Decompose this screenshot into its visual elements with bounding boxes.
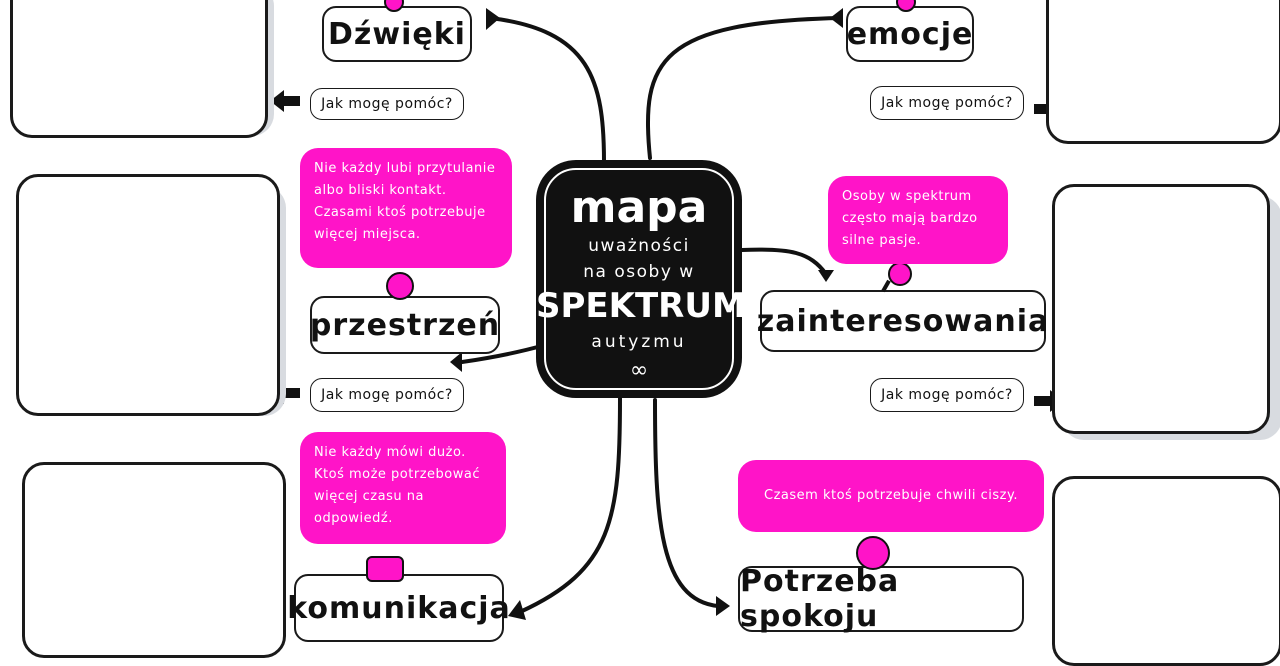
topic-komunikacja[interactable]: komunikacja — [287, 574, 510, 642]
bubble-line: Nie każdy mówi dużo. — [314, 445, 466, 460]
info-bubble-spokoj: Czasem ktoś potrzebuje chwili ciszy. — [738, 460, 1044, 532]
bubble-line: albo bliski kontakt. — [314, 183, 447, 198]
note-card-dzwieki[interactable] — [10, 0, 268, 138]
topic-zainteresowania[interactable]: zainteresowania — [757, 290, 1048, 352]
bubble-line: silne pasje. — [842, 233, 922, 248]
arrow-head — [830, 8, 843, 28]
help-label-emocje[interactable]: Jak mogę pomóc? — [870, 86, 1024, 120]
info-bubble-zainteresowania: Osoby w spektrum często mają bardzo siln… — [828, 176, 1008, 264]
ear-icon — [384, 0, 404, 12]
note-card-zainteresowania[interactable] — [1052, 184, 1270, 434]
topic-spokoj[interactable]: Potrzeba spokoju — [738, 564, 1024, 634]
info-bubble-komunikacja: Nie każdy mówi dużo. Ktoś może potrzebow… — [300, 432, 506, 544]
magnifier-icon — [888, 262, 912, 286]
note-card-emocje[interactable] — [1046, 0, 1280, 144]
topic-dzwieki[interactable]: Dźwięki — [322, 6, 472, 62]
info-bubble-przestrzen: Nie każdy lubi przytulanie albo bliski k… — [300, 148, 512, 268]
note-card-komunikacja[interactable] — [22, 462, 286, 658]
bubble-line: często mają bardzo — [842, 211, 978, 226]
bubble-line: więcej czasu na odpowiedź. — [314, 489, 424, 526]
arrow-head — [508, 600, 526, 620]
central-node-frame — [544, 168, 734, 390]
infinity-symbol: ∞ — [629, 358, 649, 383]
bubble-line: Osoby w spektrum — [842, 189, 972, 204]
center-line-2: na osoby w — [583, 262, 695, 282]
center-title: mapa — [570, 182, 708, 233]
speech-bubble-icon — [366, 556, 404, 582]
help-label-przestrzen[interactable]: Jak mogę pomóc? — [310, 378, 464, 412]
bubble-line: więcej miejsca. — [314, 227, 421, 242]
help-label-zainteresowania[interactable]: Jak mogę pomóc? — [870, 378, 1024, 412]
arrow-head — [716, 596, 730, 616]
bubble-line: Czasem ktoś potrzebuje chwili ciszy. — [764, 488, 1018, 503]
emotion-icon — [896, 0, 916, 12]
note-card-przestrzen[interactable] — [16, 174, 280, 416]
calm-face-icon — [856, 536, 890, 570]
bubble-line: Ktoś może potrzebować — [314, 467, 480, 482]
topic-przestrzen[interactable]: przestrzeń — [310, 296, 500, 354]
center-line-1: uważności — [588, 236, 690, 256]
arrow-head — [450, 352, 462, 372]
bubble-line: Czasami ktoś potrzebuje — [314, 205, 486, 220]
topic-emocje[interactable]: emocje — [846, 6, 974, 62]
arrow-head — [818, 270, 834, 282]
note-card-spokoj[interactable] — [1052, 476, 1280, 666]
personal-space-icon — [386, 272, 414, 300]
center-line-4: autyzmu — [591, 332, 687, 352]
arrow-head — [486, 8, 500, 30]
central-node: mapa uważności na osoby w SPEKTRUM autyz… — [536, 160, 746, 398]
bubble-line: Nie każdy lubi przytulanie — [314, 161, 496, 176]
center-line-3: SPEKTRUM — [536, 286, 746, 326]
help-label-dzwieki[interactable]: Jak mogę pomóc? — [310, 88, 464, 120]
